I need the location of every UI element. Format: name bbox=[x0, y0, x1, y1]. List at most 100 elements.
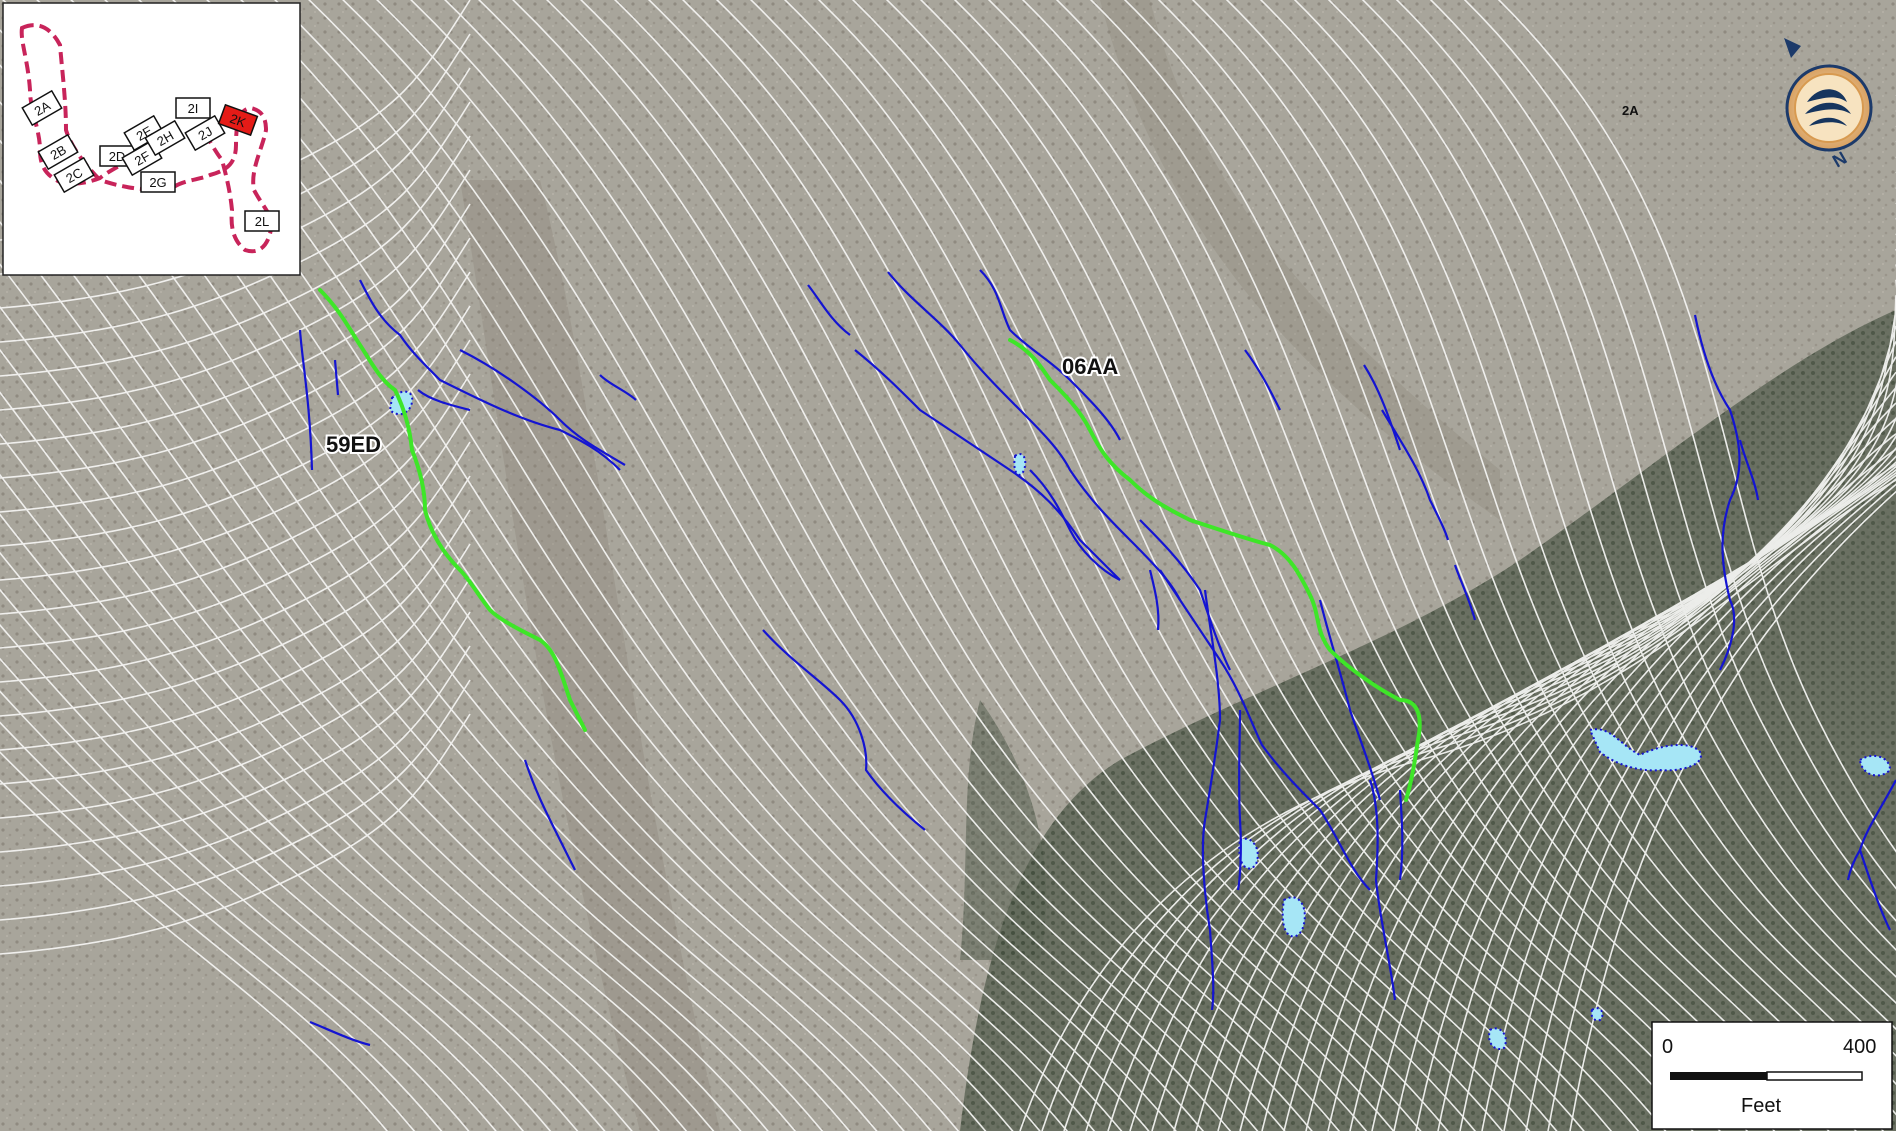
forest-area bbox=[960, 310, 1896, 1131]
north-arrow-compass-icon: N bbox=[1784, 38, 1873, 171]
contour-line bbox=[307, 0, 1205, 1131]
stream-line bbox=[1139, 519, 1231, 671]
contour-line bbox=[0, 779, 389, 1131]
stream-line bbox=[1159, 569, 1371, 891]
contour-line bbox=[715, 0, 1531, 1131]
stream-line bbox=[1318, 599, 1382, 801]
stream-line bbox=[1236, 709, 1242, 891]
stream-line bbox=[1368, 779, 1397, 1001]
contour-line bbox=[273, 0, 1177, 1131]
stream-line bbox=[523, 759, 576, 871]
inset-page-box bbox=[175, 97, 211, 119]
contour-line bbox=[172, 0, 1096, 1131]
stream-line bbox=[887, 271, 1181, 601]
stream-line bbox=[1846, 779, 1896, 881]
inset-page-box bbox=[53, 156, 95, 194]
contour-line bbox=[0, 475, 471, 717]
contour-line bbox=[341, 0, 1232, 1131]
contour-line bbox=[1481, 156, 1896, 1131]
stream-line bbox=[1453, 564, 1477, 621]
inset-page-2k: 2K bbox=[217, 103, 259, 137]
inset-page-label: 2D bbox=[109, 149, 126, 164]
inset-page-2c: 2C bbox=[53, 156, 95, 194]
contour-line bbox=[0, 373, 471, 615]
inset-page-2l: 2L bbox=[244, 210, 280, 232]
wetland-area bbox=[1590, 1007, 1604, 1022]
stream-line bbox=[309, 1020, 371, 1047]
inset-page-box bbox=[244, 210, 280, 232]
stream-line bbox=[979, 269, 1121, 441]
contour-line bbox=[0, 611, 471, 853]
wetland-area bbox=[1281, 896, 1306, 938]
stream-line bbox=[807, 284, 851, 336]
contour-line bbox=[579, 0, 1422, 1131]
stream-line bbox=[762, 629, 926, 831]
contour-line bbox=[0, 473, 633, 1131]
contour-line bbox=[0, 679, 471, 921]
contour-line bbox=[205, 0, 1123, 1131]
contour-line bbox=[0, 348, 715, 1131]
inset-page-2g: 2G bbox=[140, 171, 176, 193]
stream-line bbox=[599, 374, 637, 401]
contour-line bbox=[1293, 0, 1896, 1031]
contour-line bbox=[1429, 0, 1896, 922]
contour-line bbox=[0, 271, 471, 513]
contour-line bbox=[817, 0, 1613, 1131]
inset-page-2a: 2A bbox=[21, 89, 63, 127]
stream-line bbox=[1029, 469, 1121, 581]
wetland-area bbox=[1858, 754, 1892, 777]
inset-page-label: 2G bbox=[149, 175, 166, 190]
contour-line bbox=[0, 221, 797, 1131]
inset-page-box bbox=[37, 133, 79, 171]
inset-page-label: 2F bbox=[132, 148, 153, 169]
inset-page-2h: 2H bbox=[144, 119, 186, 157]
stream-line bbox=[333, 359, 340, 396]
inset-page-label: 2H bbox=[154, 128, 176, 149]
stream-line bbox=[298, 329, 314, 471]
inset-page-box bbox=[144, 119, 186, 157]
contour-line bbox=[0, 263, 769, 1131]
inset-page-label: 2B bbox=[48, 142, 69, 163]
contour-line bbox=[953, 0, 1721, 1131]
stream-line bbox=[1201, 589, 1222, 1011]
contour-line bbox=[1055, 0, 1803, 1131]
contour-line bbox=[1349, 249, 1896, 1131]
contour-line bbox=[0, 513, 606, 1131]
inset-page-label: 2J bbox=[196, 124, 215, 144]
contour-line bbox=[0, 577, 471, 819]
stream-label-06aa: 06AA bbox=[1062, 354, 1118, 379]
highlighted-stream-06aa bbox=[1008, 338, 1422, 802]
scale-bar-unit-label: Feet bbox=[1741, 1095, 1781, 1117]
stream-line bbox=[1148, 569, 1160, 631]
contour-line bbox=[443, 0, 1313, 1131]
dark-stripe-2 bbox=[1100, 0, 1500, 520]
scale-bar-segment-white bbox=[1766, 1071, 1863, 1081]
contour-line bbox=[0, 135, 471, 377]
inset-boundary bbox=[19, 23, 275, 254]
highlighted-streams bbox=[318, 288, 1422, 802]
contour-line bbox=[545, 0, 1395, 1131]
contour-line bbox=[409, 0, 1286, 1131]
contour-line bbox=[138, 0, 1069, 1131]
compass-wave bbox=[1805, 89, 1851, 126]
stream-line bbox=[1858, 849, 1891, 931]
contour-line bbox=[1123, 0, 1857, 1131]
inset-page-box bbox=[140, 171, 176, 193]
contour-line bbox=[0, 588, 552, 1131]
contour-line bbox=[0, 305, 742, 1131]
contour-line bbox=[1569, 95, 1896, 1131]
contour-line bbox=[749, 0, 1558, 1131]
contour-line bbox=[0, 645, 471, 887]
contour-line bbox=[511, 0, 1368, 1131]
wetland-area bbox=[1588, 728, 1702, 772]
contour-line bbox=[1157, 0, 1885, 1131]
inset-page-box bbox=[217, 103, 259, 137]
dark-stripe-1 bbox=[460, 180, 720, 1131]
contour-line bbox=[613, 0, 1449, 1131]
stream-line bbox=[359, 279, 621, 471]
stream-line bbox=[1381, 409, 1450, 541]
contour-line bbox=[1459, 172, 1896, 1131]
contour-line bbox=[0, 391, 688, 1131]
contour-line bbox=[0, 509, 471, 751]
